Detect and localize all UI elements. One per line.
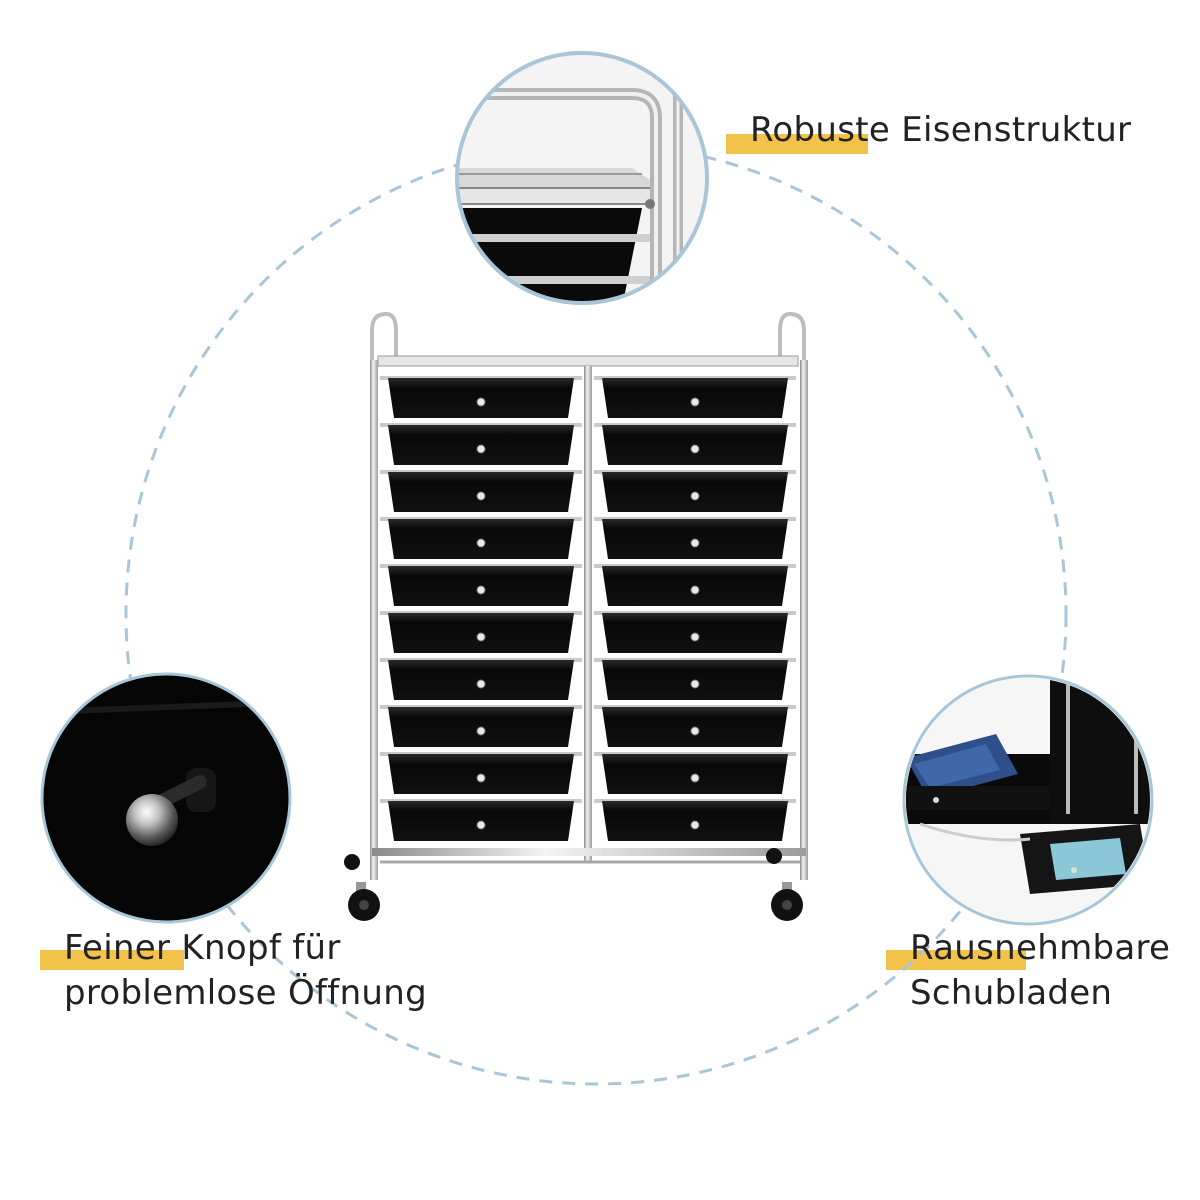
frame-detail-zoom bbox=[455, 51, 709, 305]
drawer bbox=[380, 517, 582, 559]
drawer bbox=[380, 705, 582, 747]
drawer-knob bbox=[690, 679, 700, 689]
drawer-knob bbox=[690, 538, 700, 548]
drawer-knob bbox=[690, 397, 700, 407]
drawer-knob bbox=[690, 585, 700, 595]
callout-knob: Feiner Knopf für problemlose Öffnung bbox=[40, 926, 427, 1016]
drawer bbox=[594, 705, 796, 747]
drawer bbox=[594, 611, 796, 653]
drawer-knob bbox=[476, 397, 486, 407]
drawer bbox=[380, 799, 582, 841]
drawer-knob bbox=[476, 585, 486, 595]
drawer-knob bbox=[690, 491, 700, 501]
callout-frame-text: Robuste Eisenstruktur bbox=[750, 110, 1132, 150]
drawer bbox=[594, 470, 796, 512]
drawer bbox=[594, 376, 796, 418]
callout-knob-line1: Feiner Knopf für bbox=[40, 926, 427, 971]
drawer-knob bbox=[690, 444, 700, 454]
drawer-knob bbox=[690, 726, 700, 736]
drawer bbox=[594, 517, 796, 559]
callout-drawers-text2: Schubladen bbox=[910, 973, 1113, 1013]
callout-knob-line2: problemlose Öffnung bbox=[64, 971, 427, 1016]
drawer-knob bbox=[476, 773, 486, 783]
drawer-knob bbox=[476, 538, 486, 548]
drawer bbox=[594, 658, 796, 700]
drawer bbox=[380, 752, 582, 794]
callout-drawers-line2: Schubladen bbox=[910, 971, 1170, 1016]
callout-frame-line: Robuste Eisenstruktur bbox=[726, 108, 1132, 154]
callout-knob-text1: Feiner Knopf für bbox=[64, 928, 341, 968]
callout-frame: Robuste Eisenstruktur bbox=[726, 108, 1132, 154]
knob-detail-zoom bbox=[40, 672, 292, 924]
drawer-knob bbox=[476, 491, 486, 501]
drawer-knob bbox=[476, 726, 486, 736]
drawer-knob bbox=[476, 632, 486, 642]
drawer bbox=[380, 423, 582, 465]
drawer-knob bbox=[690, 773, 700, 783]
wheel bbox=[344, 854, 360, 870]
drawer bbox=[380, 376, 582, 418]
drawer-knob bbox=[476, 679, 486, 689]
drawer bbox=[594, 799, 796, 841]
wheel bbox=[771, 882, 803, 921]
wheel bbox=[766, 848, 782, 864]
drawer bbox=[594, 423, 796, 465]
removable-drawer-zoom bbox=[902, 674, 1154, 926]
drawer bbox=[594, 752, 796, 794]
drawer bbox=[594, 564, 796, 606]
callout-drawers-line1: Rausnehmbare bbox=[886, 926, 1171, 971]
drawer-knob bbox=[690, 632, 700, 642]
wheel bbox=[348, 882, 380, 921]
callout-knob-text2: problemlose Öffnung bbox=[64, 973, 427, 1013]
callout-drawers-text1: Rausnehmbare bbox=[910, 928, 1171, 968]
drawer bbox=[380, 564, 582, 606]
drawer-knob bbox=[476, 444, 486, 454]
drawer bbox=[380, 470, 582, 512]
drawer-knob bbox=[476, 820, 486, 830]
drawer bbox=[380, 611, 582, 653]
drawer bbox=[380, 658, 582, 700]
drawer-knob bbox=[690, 820, 700, 830]
callout-drawers: Rausnehmbare Schubladen bbox=[886, 926, 1171, 1016]
